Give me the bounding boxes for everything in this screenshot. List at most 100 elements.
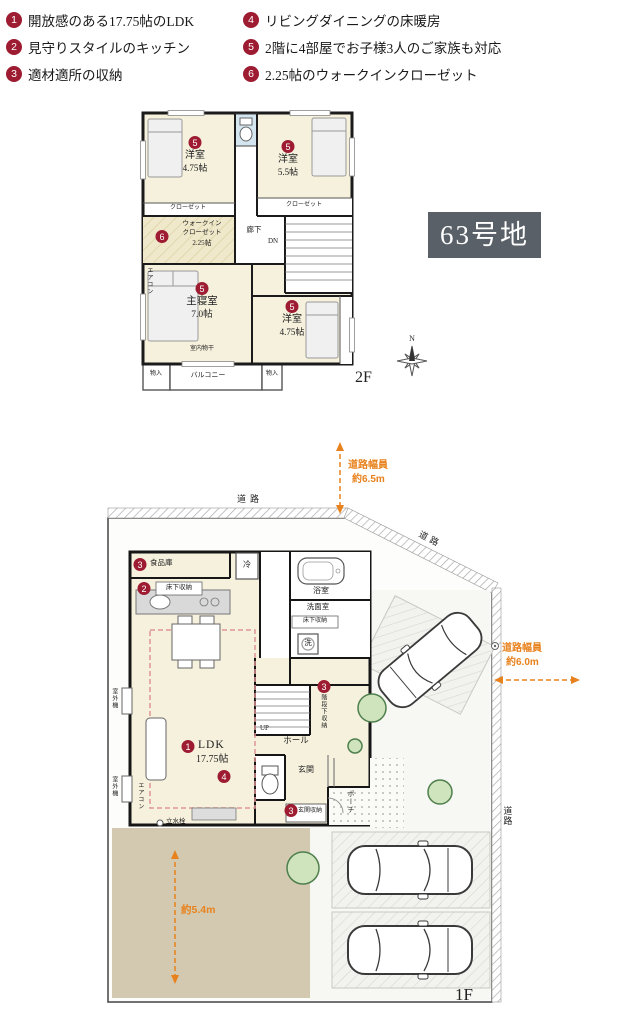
road-width-top-line2: 約6.5m: [352, 474, 385, 485]
porch-label: ポーチ: [347, 790, 356, 814]
master-bedroom-name: 主寝室: [186, 296, 218, 307]
feature-3-text: 適材適所の収納: [28, 68, 123, 83]
utility-pole-icon: [491, 642, 499, 650]
road-edge-hatching: [107, 507, 502, 1003]
entrance-storage-label: 玄関収納: [298, 808, 323, 814]
feature-5-badge: 5: [243, 39, 259, 55]
pantry-label: 食品庫: [150, 558, 173, 567]
feature-item-3: 3 適材適所の収納: [6, 64, 123, 84]
fridge-label: 冷: [243, 560, 251, 569]
feature-item-4: 4 リビングダイニングの床暖房: [243, 10, 441, 30]
dining-table-icon: [171, 615, 221, 669]
stairs-dn-label: DN: [268, 237, 279, 245]
outdoor-unit-icons: [121, 687, 133, 803]
entrance-label: 玄関: [298, 765, 314, 774]
entrance-storage-badge: 3: [284, 804, 298, 817]
master-bedroom-size: 7.0帖: [191, 310, 213, 320]
tv-board-icon: [191, 807, 237, 821]
road-width-right-line1: 道路幅員: [502, 643, 542, 654]
bed-icons: [147, 117, 347, 359]
feature-2-text: 見守りスタイルのキッチン: [28, 41, 190, 56]
floor2-label: 2F: [355, 369, 372, 386]
stair-treads-2f: [285, 223, 352, 281]
wic-size: 2.25帖: [192, 239, 212, 247]
feature-4-text: リビングダイニングの床暖房: [265, 14, 441, 29]
windows-2f: [140, 110, 355, 367]
room-nw-name: 洋室: [185, 150, 205, 161]
floor1-label: 1F: [455, 985, 473, 1004]
garden-width-dimension: 約5.4m: [181, 904, 216, 916]
toilet-fixture-icon: [239, 117, 253, 142]
room-se-badge: 5: [285, 300, 299, 313]
toilet-fixture-1f: [261, 765, 279, 795]
ldk-size: 17.75帖: [196, 754, 229, 765]
stairs-storage-label: 階段下収納: [319, 694, 326, 729]
feature-2-badge: 2: [6, 39, 22, 55]
building-1f: [128, 550, 404, 828]
closet-ne-label: クローゼット: [285, 202, 323, 208]
feature-1-badge: 1: [6, 12, 22, 28]
washer-icon: [297, 633, 319, 655]
feature-5-text: 2階に4部屋でお子様3人のご家族も対応: [265, 41, 502, 56]
underfloor-storage-washroom-label: 床下収納: [302, 618, 328, 624]
bath-label: 浴室: [313, 586, 329, 595]
garden-area: [112, 828, 310, 998]
feature-1-text: 開放感のある17.75帖のLDK: [28, 14, 195, 29]
faucet-icon: [156, 819, 164, 827]
feature-3-badge: 3: [6, 66, 22, 82]
compass-icon: N: [396, 334, 428, 377]
compass-north-label: N: [409, 334, 415, 343]
feature-6-badge: 6: [243, 66, 259, 82]
underfloor-storage-kitchen-label: 床下収納: [166, 584, 192, 591]
room-ne-badge: 5: [281, 140, 295, 153]
kitchen-badge: 2: [137, 582, 151, 595]
floor-plan-1f: 道路 道路 道路 道路幅員 約6.5m 道路幅員 約6.0m 約5.4m 3 食…: [100, 440, 620, 1018]
floor1-drawing: [107, 442, 580, 1003]
car-parked-2: [347, 920, 473, 980]
room-se-name: 洋室: [282, 314, 302, 325]
stairs-storage-badge: 3: [317, 680, 331, 693]
ldk-badge: 1: [181, 740, 195, 753]
room-ne-name: 洋室: [278, 154, 298, 165]
bathtub-icon: [297, 557, 345, 585]
entry-step-lines: [327, 755, 344, 814]
sofa-icon: [145, 717, 167, 781]
lot-number-label: 63号地: [428, 212, 541, 258]
aircon-label-1f: エアコン: [136, 782, 143, 810]
road-label-top: 道路: [236, 494, 264, 504]
underfloor-storage-washroom-box: [291, 615, 339, 629]
wic-badge: 6: [155, 230, 169, 243]
road-width-top-line1: 道路幅員: [348, 460, 388, 471]
feature-item-6: 6 2.25帖のウォークインクローゼット: [243, 64, 478, 84]
fridge-icon: [235, 552, 259, 580]
corridor-label: 廊下: [246, 225, 262, 234]
road-width-right-line2: 約6.0m: [506, 657, 539, 668]
underfloor-storage-kitchen-box: [155, 581, 203, 596]
feature-list: 1 開放感のある17.75帖のLDK 2 見守りスタイルのキッチン 3 適材適所…: [0, 8, 620, 88]
room-nw-badge: 5: [188, 136, 202, 149]
stair-treads-1f: [255, 691, 310, 728]
ldk-name: LDK: [198, 739, 225, 751]
floor2-walls: [143, 114, 352, 364]
washroom-label: 洗面室: [306, 602, 330, 611]
floor-plan-2f: 5 洋室 4.75帖 5 洋室 5.5帖 クローゼット クローゼット 6 ウォー…: [140, 106, 375, 398]
outdoor-unit-1-label: 室外機: [110, 688, 117, 709]
hall-label: ホール: [283, 735, 309, 745]
stairs-up-label: UP: [260, 724, 269, 732]
feature-item-5: 5 2階に4部屋でお子様3人のご家族も対応: [243, 37, 501, 57]
feature-item-1: 1 開放感のある17.75帖のLDK: [6, 10, 194, 30]
porch-area: [328, 787, 370, 825]
room-se-size: 4.75帖: [279, 327, 305, 337]
outdoor-unit-2-label: 室外機: [110, 776, 117, 797]
wic-label-line1: ウォークイン: [182, 220, 222, 227]
road-label-right: 道路: [502, 806, 513, 826]
feature-4-badge: 4: [243, 12, 259, 28]
floor-heating-badge: 4: [217, 770, 231, 783]
dimension-arrows: [171, 442, 580, 984]
storage-left-label: 物入: [149, 371, 163, 377]
washer-label: 洗: [304, 638, 312, 647]
closet-nw-label: クローゼット: [169, 205, 207, 211]
feature-6-text: 2.25帖のウォークインクローゼット: [265, 68, 478, 83]
room-ne-size: 5.5帖: [277, 167, 299, 177]
